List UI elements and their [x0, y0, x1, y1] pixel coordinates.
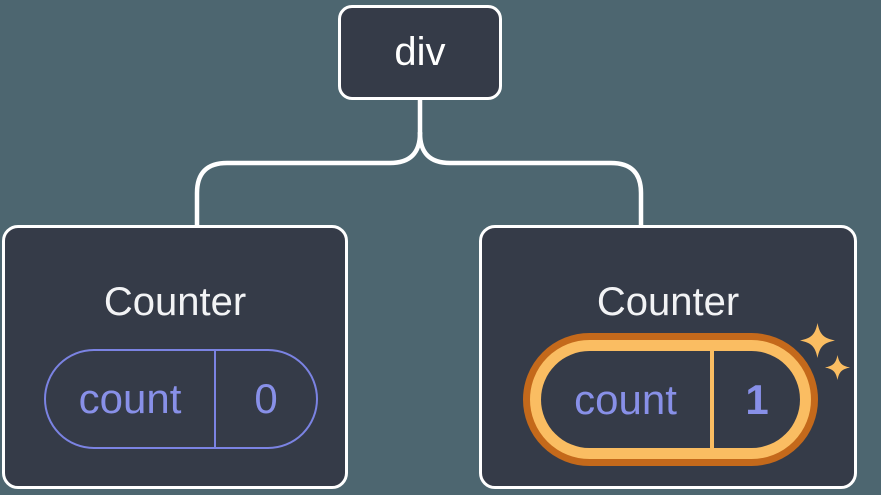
sparkle-icon-small: [825, 355, 850, 380]
state-pill: count 0: [44, 349, 318, 449]
state-key-label: count: [574, 375, 677, 423]
tree-node-div-label: div: [394, 30, 446, 74]
pill-divider: [710, 351, 714, 448]
component-title: Counter: [596, 280, 740, 324]
state-pill-highlight-ring: count 1: [523, 333, 818, 466]
state-key-label: count: [78, 375, 182, 422]
tree-node-div: div: [338, 5, 502, 100]
counter-card-right: Counter count 1: [479, 225, 857, 489]
state-pill: count 1: [541, 351, 800, 448]
counter-card-left: Counter count 0: [2, 225, 348, 489]
state-value: 1: [745, 375, 769, 423]
connector-branch-left: [194, 130, 423, 231]
pill-divider: [214, 351, 216, 447]
connector-branch-right: [417, 130, 644, 231]
state-value: 0: [254, 375, 278, 422]
sparkle-icon-large: [800, 323, 835, 358]
component-title: Counter: [103, 280, 247, 324]
